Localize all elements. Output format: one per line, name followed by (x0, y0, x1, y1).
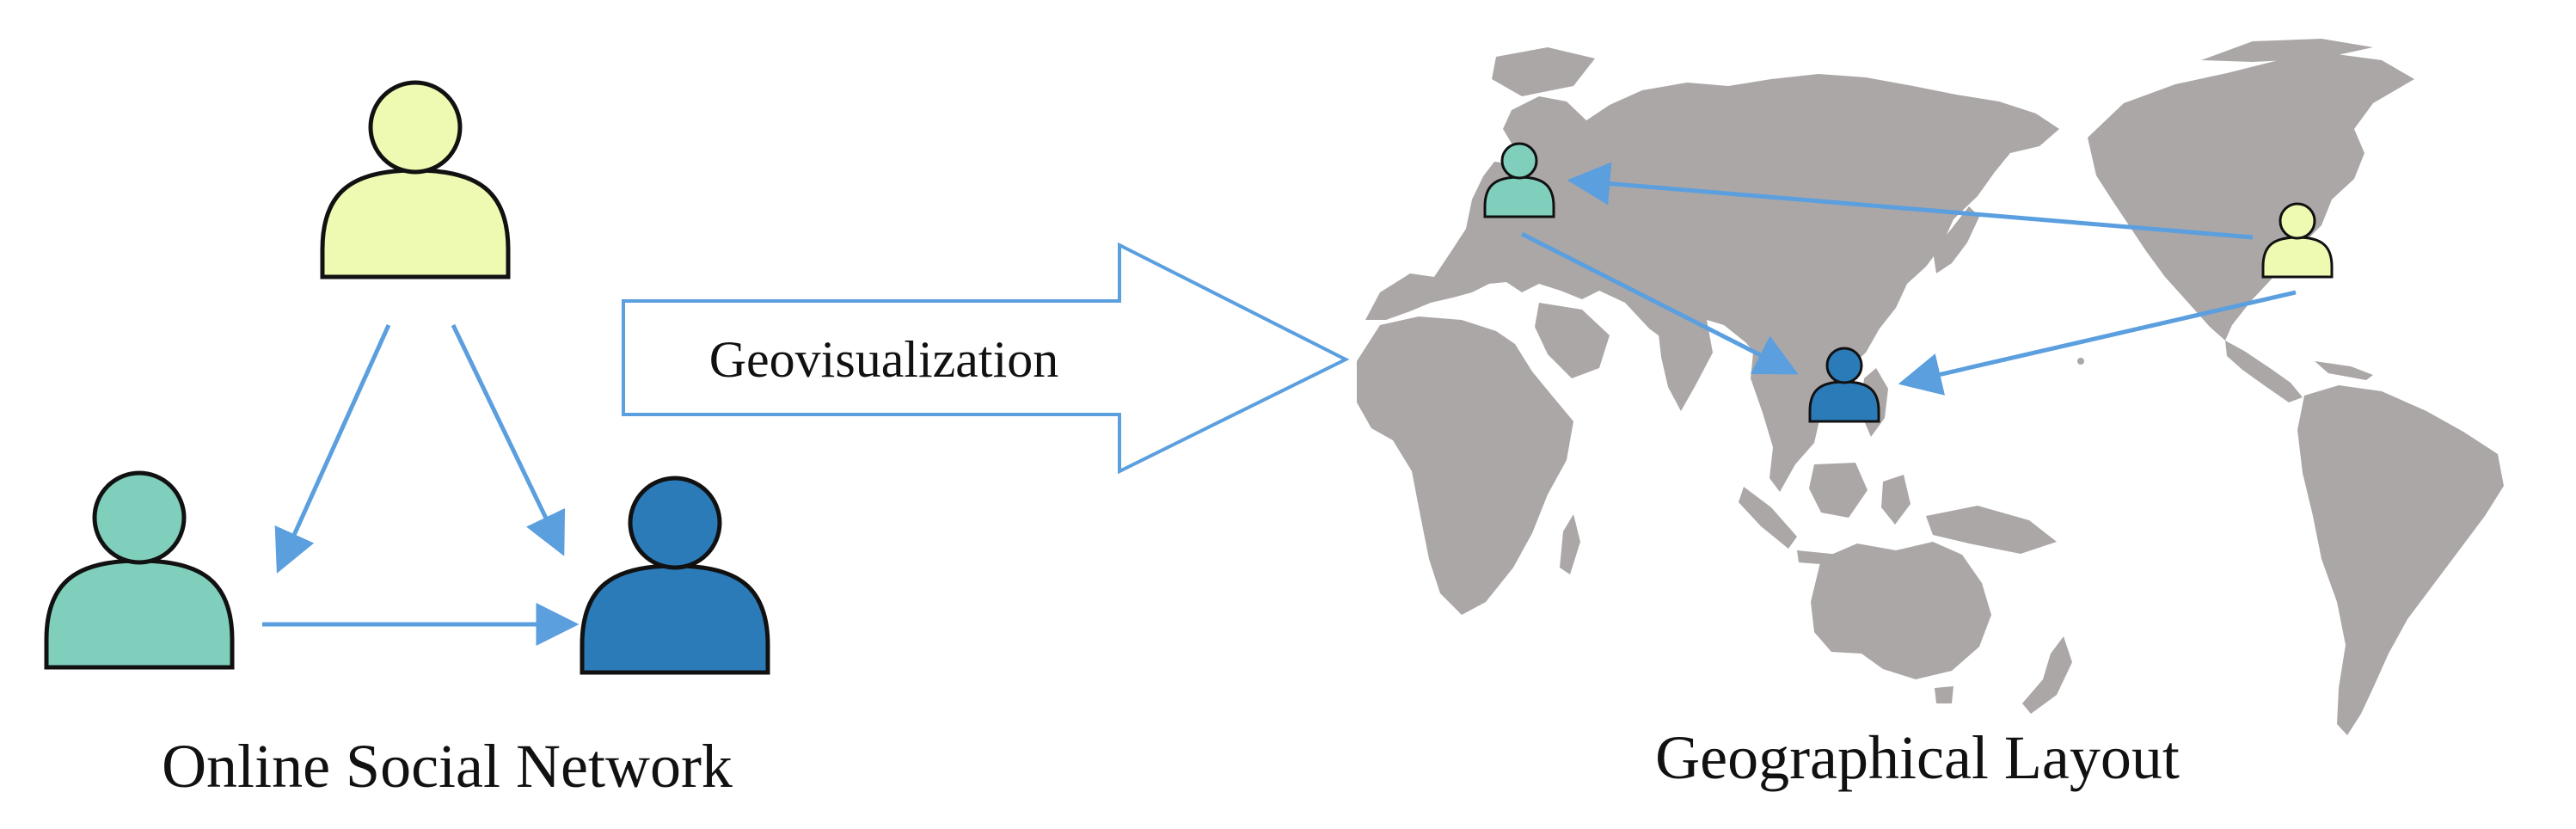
map-person-icon-teal (1483, 142, 1555, 218)
landmass-south-america (2297, 385, 2504, 735)
map-person-icon-yellow (2261, 202, 2334, 279)
landmass-eurasia (1365, 74, 2059, 404)
geovisualization-arrow: Geovisualization (622, 242, 1350, 475)
person-body (1483, 175, 1555, 218)
social-network-panel: Online Social Network (44, 80, 770, 801)
landmass-australia (1811, 542, 1991, 679)
person-head (92, 470, 187, 565)
person-head (368, 80, 463, 175)
world-map (1357, 39, 2504, 735)
landmass-arctic-west (1492, 47, 1595, 96)
map-edge-north-america-to-europe (1567, 162, 2254, 240)
map-person-icon-blue (1808, 347, 1880, 423)
landmass-sulawesi (1881, 475, 1911, 525)
landmass-arctic-islands (2201, 39, 2373, 62)
person-body (1808, 380, 1880, 423)
person-head (2279, 202, 2316, 240)
landmass-new-guinea (1926, 506, 2057, 554)
landmass-sumatra (1739, 487, 1797, 549)
map-edge-north-america-to-southeast-asia (1898, 290, 2297, 396)
edge-yellow-to-blue (451, 323, 566, 556)
map-connections (1520, 162, 2297, 396)
person-body (320, 168, 511, 279)
landmass-hawaii (2077, 358, 2084, 365)
person-head (1825, 347, 1863, 384)
network-caption: Online Social Network (162, 732, 733, 801)
person-head (628, 476, 722, 570)
edge-yellow-to-teal (274, 323, 391, 574)
person-icon-blue (580, 476, 770, 675)
map-caption: Geographical Layout (1655, 723, 2180, 792)
map-edge-europe-to-southeast-asia (1520, 231, 1799, 375)
landmass-india (1658, 320, 1713, 411)
person-head (1500, 142, 1538, 180)
landmass-central-america (2225, 341, 2303, 402)
landmass-tasmania (1935, 686, 1953, 703)
landmass-cuba (2315, 361, 2373, 380)
landmass-arabia (1535, 303, 1610, 378)
landmass-north-america (2088, 53, 2414, 341)
landmass-madagascar (1560, 514, 1580, 574)
geovisualization-label: Geovisualization (709, 331, 1059, 388)
person-body (2261, 236, 2334, 279)
person-body (44, 558, 235, 670)
person-icon-teal (44, 470, 235, 670)
landmass-indochina (1751, 344, 1821, 492)
landmass-new-zealand (2022, 636, 2072, 714)
person-icon-yellow (320, 80, 511, 279)
landmass-africa (1357, 316, 1573, 615)
block-arrow-outline (622, 242, 1350, 475)
landmass-japan (1933, 206, 1979, 273)
landmass-borneo (1809, 463, 1868, 518)
person-body (580, 563, 770, 675)
